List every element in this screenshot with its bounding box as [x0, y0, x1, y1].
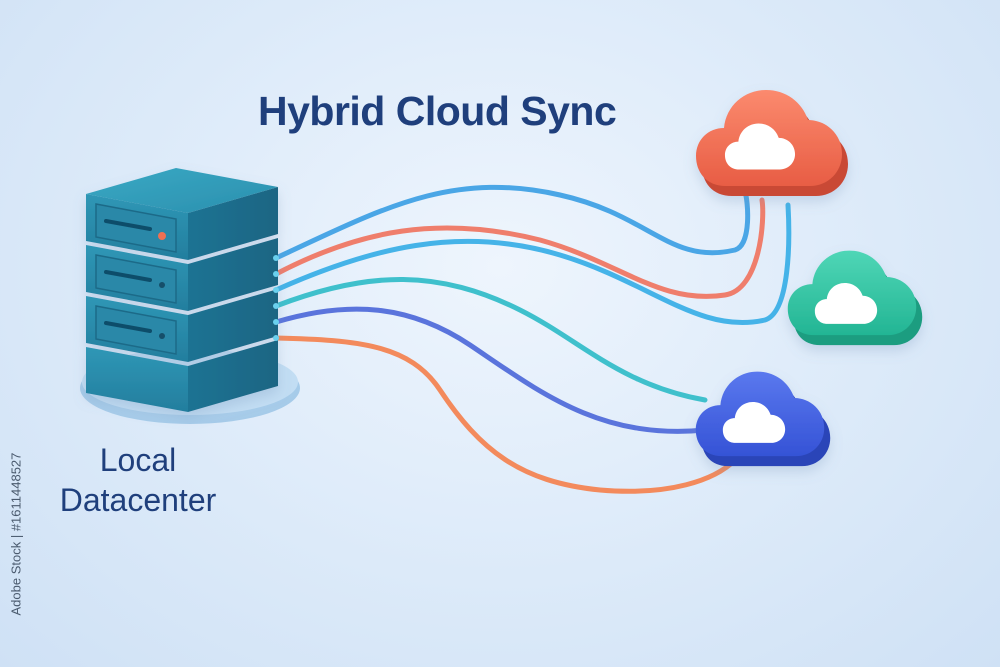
datacenter-label-line1: Local — [99, 442, 177, 478]
server-unit — [86, 168, 278, 260]
status-led — [158, 232, 166, 240]
datacenter-label: Local Datacenter — [48, 440, 228, 520]
connection-line — [273, 306, 708, 434]
cloud-icon-orange — [696, 90, 848, 196]
server-ports — [273, 255, 279, 341]
cloud-icon-teal — [787, 250, 923, 346]
server-unit — [86, 238, 278, 311]
datacenter-label-line2: Datacenter — [59, 482, 217, 518]
connection-line — [273, 184, 751, 261]
watermark-side-text: Adobe Stock | #1611448527 — [8, 452, 24, 616]
status-led — [159, 333, 165, 339]
server-rack-icon — [86, 168, 279, 412]
diagram-title: Hybrid Cloud Sync — [258, 88, 617, 134]
connection-line — [273, 277, 708, 403]
cloud-icon-blue — [695, 371, 831, 467]
connections — [273, 184, 792, 494]
connection-line — [273, 197, 766, 299]
connection-line — [273, 335, 738, 494]
connection-line — [273, 202, 792, 326]
status-led — [159, 282, 165, 288]
server-unit — [86, 340, 278, 412]
server-unit — [86, 289, 278, 362]
